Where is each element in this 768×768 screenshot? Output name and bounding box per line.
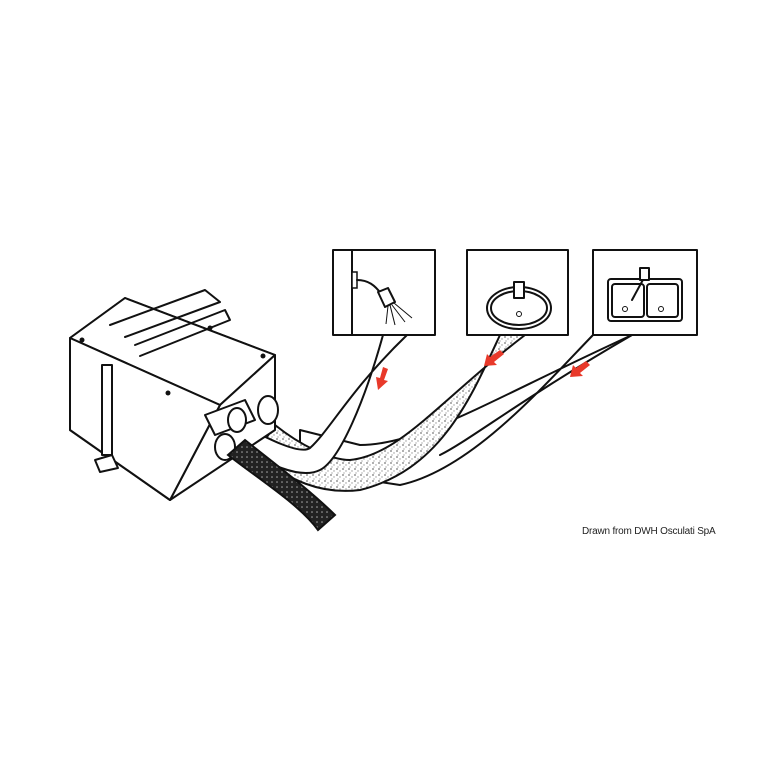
flow-arrows	[376, 350, 590, 390]
kitchen-drain-hose	[299, 334, 633, 486]
washbasin-panel	[466, 249, 569, 336]
mounting-foot	[94, 454, 119, 473]
mounting-strap	[101, 364, 113, 456]
washbasin-icon	[486, 281, 552, 330]
kitchen-sink-icon	[607, 267, 683, 322]
image-credit-caption: Drawn from DWH Osculati SpA	[582, 526, 716, 537]
kitchen-sink-panel	[592, 249, 698, 336]
flow-arrow-icon	[376, 367, 388, 390]
discharge-hose	[226, 438, 337, 532]
flow-arrow-icon	[484, 350, 504, 366]
shower-icon	[351, 271, 413, 326]
flow-arrow-icon	[570, 361, 590, 377]
shower-panel	[332, 249, 436, 336]
